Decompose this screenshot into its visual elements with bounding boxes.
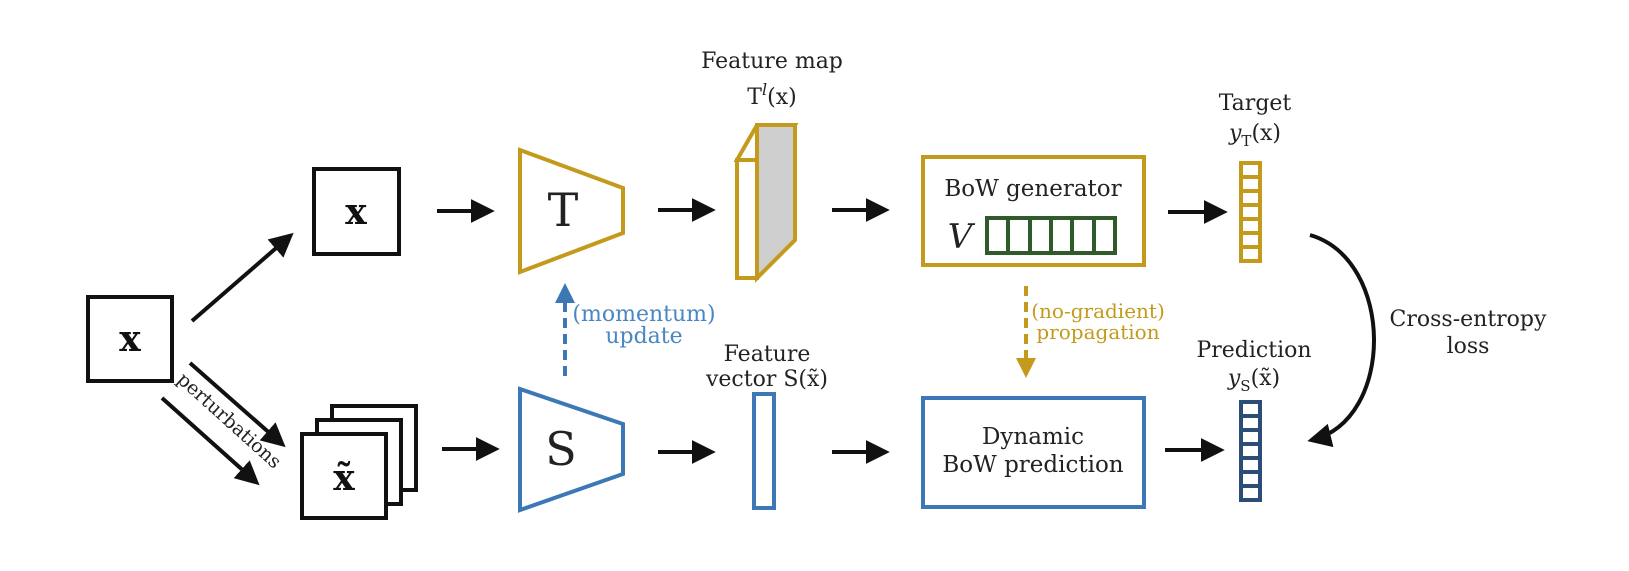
upper-image: x (312, 167, 401, 256)
feature-map-symbol: T (747, 85, 762, 110)
perturbed-image-stack: x̃ (300, 404, 418, 520)
vocabulary-symbol: V (948, 217, 976, 257)
bow-generator-label: BoW generator (944, 176, 1121, 202)
arrow-perturbation-2 (160, 396, 260, 486)
target-argument: (x) (1251, 121, 1281, 146)
prediction-vector (1239, 400, 1262, 502)
teacher-network: T (518, 147, 625, 275)
feature-vector (752, 392, 776, 510)
feature-vector-label-line2: vector S(x̃) (705, 367, 828, 392)
target-vector (1239, 161, 1262, 263)
momentum-label-line1: (momentum) (572, 302, 715, 327)
loss-label-line2: loss (1447, 334, 1490, 359)
arrow-perturbation-1 (188, 361, 286, 448)
cross-entropy-arrow (1307, 233, 1376, 448)
prediction-title: Prediction (1196, 338, 1311, 363)
feature-map-argument: (x) (767, 85, 797, 110)
student-label: S (545, 422, 577, 476)
upper-image-label: x (345, 191, 367, 233)
dynamic-label-line1: Dynamic (982, 424, 1084, 450)
teacher-label: T (548, 183, 579, 237)
target-title: Target (1219, 91, 1292, 116)
momentum-label-line2: update (605, 324, 682, 349)
vocabulary-cells (985, 216, 1117, 255)
dynamic-bow-prediction: Dynamic BoW prediction (921, 396, 1146, 509)
input-image: x (86, 295, 174, 383)
no-gradient-label-line1: (no-gradient) (1031, 299, 1165, 323)
feature-map-title: Feature map (701, 49, 843, 74)
perturbed-image-label: x̃ (333, 457, 355, 499)
no-gradient-label-line2: propagation (1036, 320, 1159, 344)
prediction-symbol: y (1227, 366, 1241, 391)
target-notation: yT(x) (1228, 121, 1281, 150)
arrow-to-upper-x (190, 232, 294, 323)
input-image-label: x (119, 318, 141, 360)
prediction-notation: yS(x̃) (1227, 366, 1280, 395)
dynamic-label-line2: BoW prediction (942, 452, 1123, 478)
target-subscript: T (1241, 132, 1251, 150)
prediction-argument: (x̃) (1251, 366, 1281, 391)
bow-generator: BoW generator V (921, 155, 1146, 267)
feature-map-notation: Tl(x) (747, 80, 796, 110)
feature-map-superscript: l (762, 80, 767, 99)
feature-map (733, 123, 799, 283)
loss-label-line1: Cross-entropy (1390, 307, 1547, 332)
prediction-subscript: S (1240, 377, 1250, 395)
target-symbol: y (1228, 121, 1242, 146)
feature-vector-label-line1: Feature (724, 342, 811, 367)
student-network: S (518, 386, 625, 513)
